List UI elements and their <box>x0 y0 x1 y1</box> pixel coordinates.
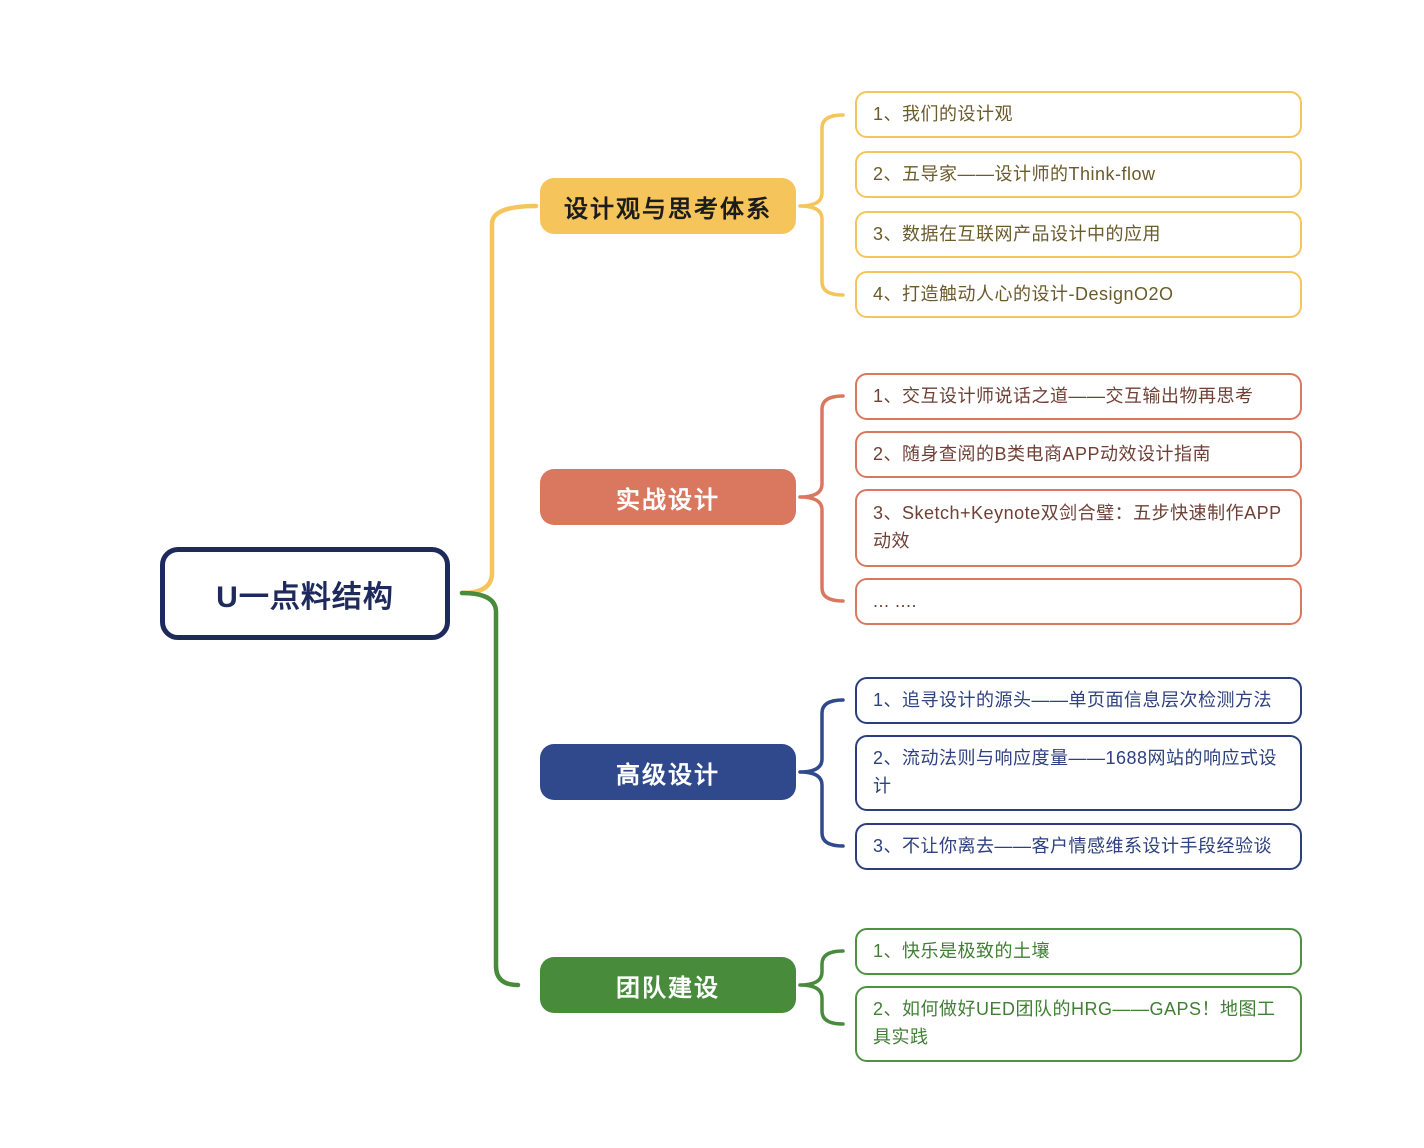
topic-card[interactable]: ... .... <box>855 578 1302 625</box>
topic-card[interactable]: 1、我们的设计观 <box>855 91 1302 138</box>
topic-card[interactable]: 1、追寻设计的源头——单页面信息层次检测方法 <box>855 677 1302 724</box>
topic-card[interactable]: 2、流动法则与响应度量——1688网站的响应式设计 <box>855 735 1302 811</box>
topic-card[interactable]: 3、Sketch+Keynote双剑合璧：五步快速制作APP动效 <box>855 489 1302 567</box>
topic-card[interactable]: 2、五导家——设计师的Think-flow <box>855 151 1302 198</box>
root-brace-lower <box>459 590 521 988</box>
root-brace-upper <box>459 203 539 596</box>
brace-branch-4 <box>798 949 845 1026</box>
topic-card[interactable]: 2、如何做好UED团队的HRG——GAPS！地图工具实践 <box>855 986 1302 1062</box>
branch-advanced-design[interactable]: 高级设计 <box>540 744 796 800</box>
topic-card[interactable]: 3、数据在互联网产品设计中的应用 <box>855 211 1302 258</box>
root-node[interactable]: U一点料结构 <box>160 547 450 640</box>
brace-branch-3 <box>798 698 845 848</box>
brace-branch-1 <box>798 113 845 297</box>
topic-card[interactable]: 3、不让你离去——客户情感维系设计手段经验谈 <box>855 823 1302 870</box>
brace-branch-2 <box>798 394 845 603</box>
topic-card[interactable]: 1、交互设计师说话之道——交互输出物再思考 <box>855 373 1302 420</box>
topic-card[interactable]: 1、快乐是极致的土壤 <box>855 928 1302 975</box>
topic-card[interactable]: 2、随身查阅的B类电商APP动效设计指南 <box>855 431 1302 478</box>
topic-card[interactable]: 4、打造触动人心的设计-DesignO2O <box>855 271 1302 318</box>
branch-team-building[interactable]: 团队建设 <box>540 957 796 1013</box>
branch-practical-design[interactable]: 实战设计 <box>540 469 796 525</box>
branch-design-philosophy[interactable]: 设计观与思考体系 <box>540 178 796 234</box>
